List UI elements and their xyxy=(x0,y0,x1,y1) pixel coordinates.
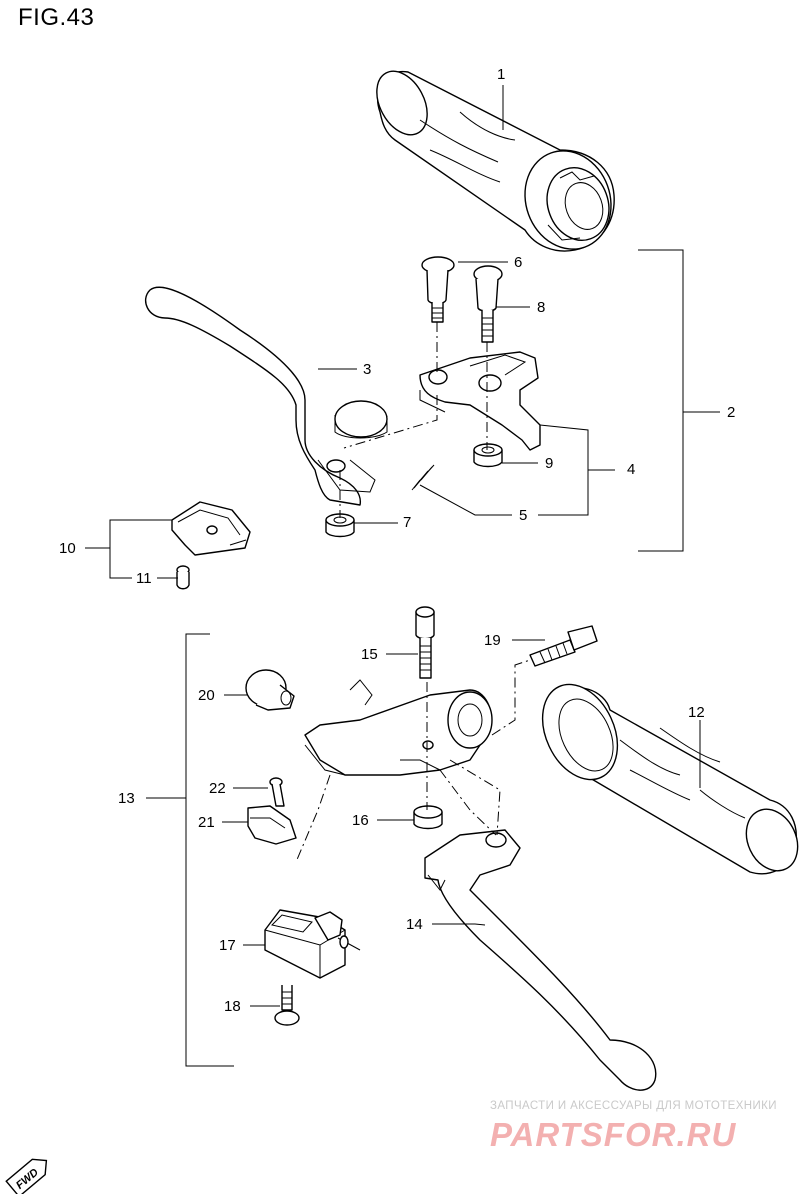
callout-13: 13 xyxy=(118,790,135,807)
callout-labels: 1 6 8 3 2 9 4 5 7 10 11 19 15 20 12 22 1… xyxy=(59,66,735,1015)
callout-17: 17 xyxy=(219,937,236,954)
callout-15: 15 xyxy=(361,646,378,663)
callout-14: 14 xyxy=(406,916,423,933)
leader-lines xyxy=(85,85,720,1067)
callout-1: 1 xyxy=(497,66,505,83)
brake-lever-part-3 xyxy=(145,286,388,506)
clamp-part-10 xyxy=(171,501,251,556)
assembly-center-lines xyxy=(295,322,531,863)
nut-part-16 xyxy=(413,805,443,830)
nut-part-7 xyxy=(325,513,355,538)
callout-5: 5 xyxy=(519,507,527,524)
fwd-arrow-icon: FWD xyxy=(5,1158,48,1198)
clutch-lever-part-14 xyxy=(424,829,657,1091)
grip-left-part-12 xyxy=(541,683,799,875)
callout-19: 19 xyxy=(484,632,501,649)
callout-6: 6 xyxy=(514,254,522,271)
callout-20: 20 xyxy=(198,687,215,704)
adjuster-part-20 xyxy=(245,669,295,711)
figure-title: FIG.43 xyxy=(18,4,95,31)
clutch-holder-part-13 xyxy=(304,679,493,776)
callout-12: 12 xyxy=(688,704,705,721)
grip-throttle-part-1 xyxy=(376,70,615,252)
bolt-part-8 xyxy=(473,265,503,343)
lever-holder-part-4 xyxy=(419,351,541,451)
switch-part-17 xyxy=(264,909,361,979)
screw-part-11 xyxy=(176,565,190,590)
spring-part-5 xyxy=(411,464,435,491)
bolt-part-19 xyxy=(529,625,598,667)
callout-9: 9 xyxy=(545,455,553,472)
callout-22: 22 xyxy=(209,780,226,797)
callout-21: 21 xyxy=(198,814,215,831)
callout-3: 3 xyxy=(363,361,371,378)
watermark-tagline: ЗАПЧАСТИ И АКСЕССУАРЫ ДЛЯ МОТОТЕХНИКИ xyxy=(490,1100,777,1112)
callout-4: 4 xyxy=(627,461,635,478)
screw-part-22 xyxy=(269,777,285,807)
callout-16: 16 xyxy=(352,812,369,829)
callout-10: 10 xyxy=(59,540,76,557)
bolt-part-6 xyxy=(421,256,455,323)
screw-part-18 xyxy=(274,985,300,1026)
nut-part-9 xyxy=(473,443,503,468)
bracket-part-21 xyxy=(247,805,297,845)
bolt-part-15 xyxy=(415,606,435,679)
callout-2: 2 xyxy=(727,404,735,421)
callout-11: 11 xyxy=(136,570,152,587)
watermark-logo: PARTSFOR.RU xyxy=(490,1116,737,1153)
callout-7: 7 xyxy=(403,514,411,531)
callout-18: 18 xyxy=(224,998,241,1015)
callout-8: 8 xyxy=(537,299,545,316)
